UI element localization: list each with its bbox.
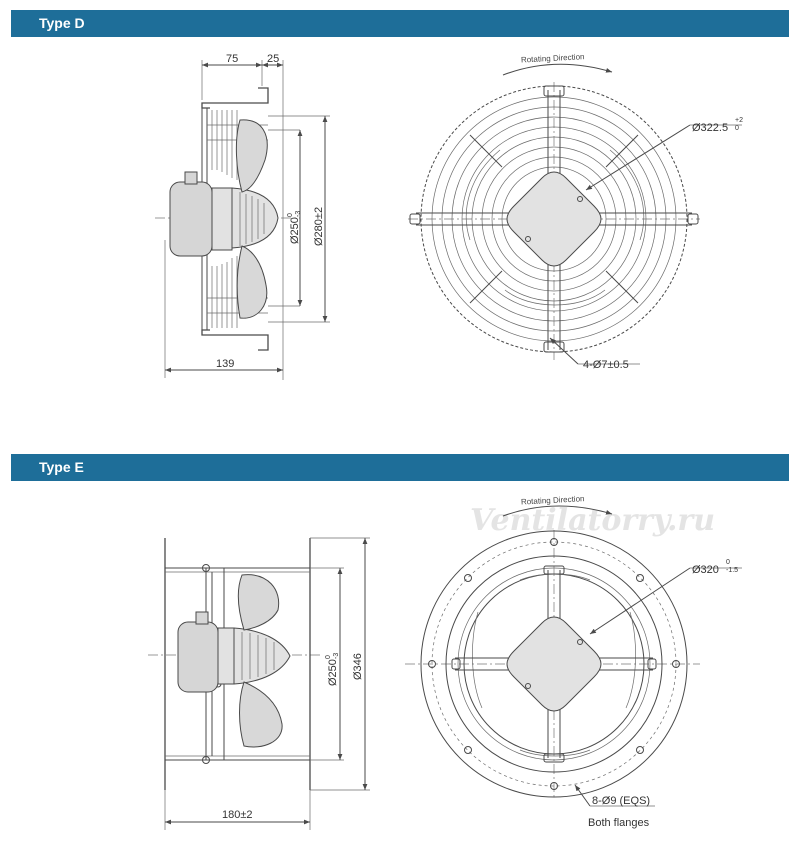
type-e-side-view: 180±2 Ø250 0 -3 Ø346 [148, 537, 370, 830]
rotating-direction-label: Rotating Direction [521, 494, 585, 506]
fan-blade [237, 574, 280, 631]
type-d-front-view: Rotating Direction Ø322.5 [408, 52, 743, 371]
terminal-box [195, 611, 209, 625]
dim-guard-diameter: Ø322.5 [692, 122, 728, 134]
dim-inner-diameter: Ø250 [327, 659, 339, 686]
dim-tol-down: -1.5 [726, 567, 738, 574]
fan-blade [235, 119, 268, 193]
flange-outer-circle [420, 530, 688, 798]
rotating-direction-label: Rotating Direction [521, 52, 585, 64]
dim-25: 25 [267, 53, 279, 65]
watermark-text: Ventilatorry.ru [470, 503, 715, 538]
dim-tol-up: 0 [325, 655, 332, 659]
terminal-box [184, 171, 198, 185]
section-header-type-d: Type D [11, 10, 789, 37]
motor-body [169, 181, 213, 257]
dim-outer-diameter: Ø346 [352, 653, 364, 680]
section-title: Type D [39, 15, 85, 31]
dim-inner-diameter: Ø250 [289, 217, 301, 244]
dim-mounting-holes: 4-Ø7±0.5 [583, 359, 629, 371]
dim-tol-up: +2 [735, 117, 743, 124]
flange-bolt-holes [428, 538, 680, 790]
fan-hub [233, 627, 291, 685]
dim-tol-up: 0 [287, 213, 294, 217]
dim-flange-holes-note: Both flanges [588, 817, 650, 829]
dim-flange-diameter: Ø320 [692, 564, 719, 576]
dim-tol-down: 0 [735, 125, 739, 132]
fan-blade [239, 681, 283, 748]
type-e-front-view: Ventilatorry.ru Rotating Direction [405, 494, 742, 829]
dim-flange-holes: 8-Ø9 (EQS) [592, 795, 650, 807]
dim-tol-up: 0 [726, 559, 730, 566]
section-header-type-e: Type E [11, 454, 789, 481]
type-d-side-view: 75 25 139 Ø250 0 -3 Ø280±2 [155, 53, 330, 380]
motor-mount-plate [506, 616, 602, 712]
rotating-direction-arrow [502, 505, 613, 517]
motor-mount-plate [506, 171, 602, 267]
section-title: Type E [39, 459, 84, 475]
dim-tol-down: -3 [333, 653, 340, 659]
dim-outer-diameter: Ø280±2 [313, 207, 325, 246]
dim-75: 75 [226, 53, 238, 65]
dim-tol-down: -3 [295, 211, 302, 217]
rotating-direction-arrow [502, 63, 613, 76]
dim-139: 139 [216, 358, 234, 370]
guard-rings [431, 96, 677, 342]
fan-hub [231, 187, 279, 249]
motor-body [177, 621, 219, 693]
fan-blade [236, 245, 268, 319]
dim-180: 180±2 [222, 809, 253, 821]
